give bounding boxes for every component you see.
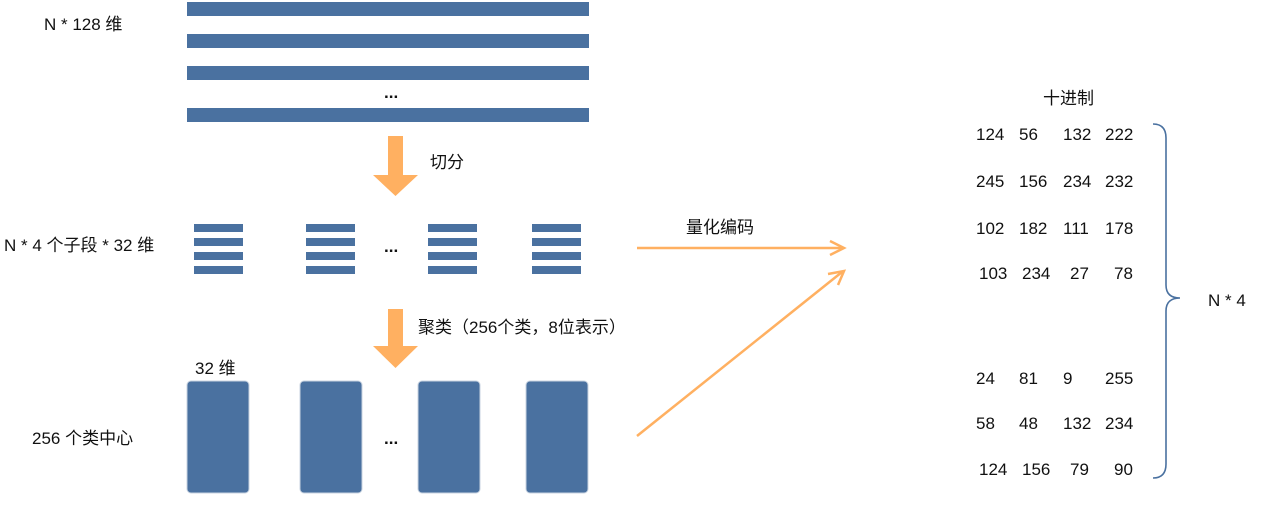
subsegment-stack (532, 224, 581, 274)
code-cell: 182 (1019, 219, 1048, 238)
code-row: 245 156 234 232 (974, 172, 1144, 192)
cluster-center-block (186, 380, 250, 494)
vector-bars (187, 2, 589, 122)
code-cell: 132 (1063, 125, 1092, 144)
code-row: 124 56 132 222 (974, 125, 1144, 145)
down-arrows (373, 136, 418, 368)
cluster-centers-label: 256 个类中心 (32, 429, 134, 448)
vector-bar (187, 2, 589, 16)
subsegment-stacks (194, 224, 581, 274)
code-cell: 234 (1063, 172, 1092, 191)
code-cell: 102 (976, 219, 1005, 238)
code-row: 58 48 132 234 (974, 414, 1144, 434)
vector-bar (187, 108, 589, 122)
split-label: 切分 (430, 153, 464, 172)
quantize-label: 量化编码 (686, 218, 754, 237)
quantize-arrow-line (636, 271, 843, 437)
subsegment-stack (306, 224, 355, 274)
code-cell: 222 (1105, 125, 1134, 144)
code-cell: 9 (1063, 369, 1073, 388)
cluster-center-block (299, 380, 363, 494)
code-cell: 255 (1105, 369, 1134, 388)
code-cell: 79 (1070, 460, 1089, 479)
code-row: 24 81 9 255 (974, 369, 1144, 389)
code-cell: 178 (1105, 219, 1134, 238)
cluster-centers (186, 380, 589, 494)
split-arrow-icon (373, 136, 418, 196)
subsegments-label: N * 4 个子段 * 32 维 (4, 236, 155, 255)
quantize-arrows (636, 239, 847, 437)
code-cell: 156 (1019, 172, 1048, 191)
original-vectors-label: N * 128 维 (44, 15, 123, 34)
brace-icon (1152, 123, 1181, 479)
decimal-label: 十进制 (1043, 89, 1094, 108)
code-row: 124 156 79 90 (974, 460, 1144, 480)
code-cell: 156 (1022, 460, 1051, 479)
subsegment-stack (194, 224, 243, 274)
vector-bar (187, 66, 589, 80)
code-cell: 78 (1114, 264, 1133, 283)
code-cell: 48 (1019, 414, 1038, 433)
cluster-center-block (417, 380, 481, 494)
n4-label: N * 4 (1208, 291, 1246, 310)
ellipsis: ... (384, 83, 399, 102)
code-cell: 103 (979, 264, 1008, 283)
code-cell: 245 (976, 172, 1005, 191)
code-cell: 56 (1019, 125, 1038, 144)
subsegment-stack (428, 224, 477, 274)
code-cell: 132 (1063, 414, 1092, 433)
vector-bar (187, 34, 589, 48)
code-cell: 27 (1070, 264, 1089, 283)
cluster-label: 聚类（256个类，8位表示） (418, 318, 626, 337)
cluster-arrow-icon (373, 309, 418, 368)
code-cell: 58 (976, 414, 995, 433)
dim32-label: 32 维 (195, 359, 236, 378)
code-row: 103 234 27 78 (974, 264, 1144, 284)
code-cell: 90 (1114, 460, 1133, 479)
code-cell: 124 (976, 125, 1005, 144)
code-cell: 124 (979, 460, 1008, 479)
code-cell: 234 (1105, 414, 1134, 433)
code-cell: 234 (1022, 264, 1051, 283)
ellipsis: ... (384, 237, 399, 256)
code-cell: 232 (1105, 172, 1134, 191)
code-cell: 81 (1019, 369, 1038, 388)
cluster-center-block (525, 380, 589, 494)
code-row: 102 182 111 178 (974, 219, 1144, 239)
code-cell: 24 (976, 369, 995, 388)
quantize-arrowhead-icon (827, 269, 847, 286)
ellipsis: ... (384, 429, 399, 448)
quantize-arrowhead-icon (829, 239, 847, 257)
code-cell: 111 (1063, 219, 1089, 238)
